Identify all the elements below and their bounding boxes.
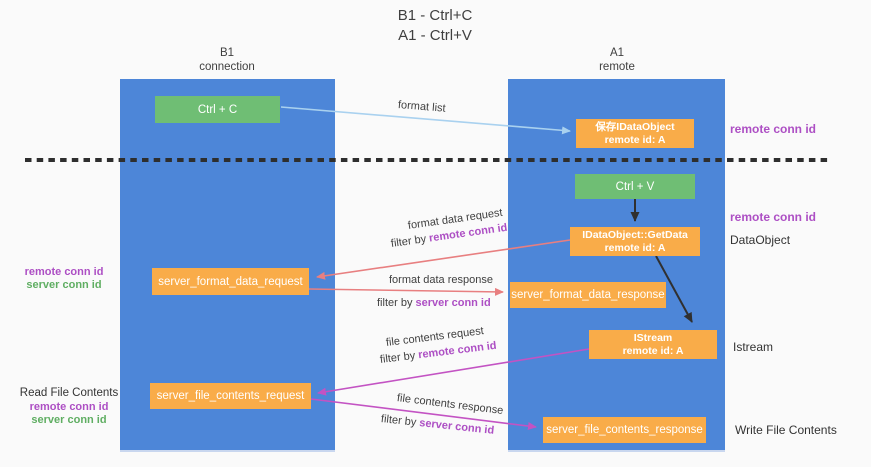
node-istream-line1: IStream [633, 331, 673, 344]
node-ctrl-c: Ctrl + C [155, 96, 280, 123]
arrow-format-data-response [308, 287, 504, 296]
label-remote-conn-id-mid: remote conn id [730, 210, 817, 224]
node-istream-line2: remote id: A [622, 344, 684, 357]
node-server-file-contents-response: server_file_contents_response [543, 417, 706, 443]
node-server-format-data-request-label: server_format_data_request [158, 275, 303, 288]
edge-label-format-data-response: format data response [389, 274, 493, 286]
node-idataobject-getdata: IDataObject::GetData remote id: A [570, 227, 700, 256]
node-idataobject-getdata-line1: IDataObject::GetData [582, 228, 688, 241]
lane-b1-subtitle: connection [199, 61, 255, 73]
label-server-conn-id-bottom: server conn id [31, 414, 107, 426]
edge-label-format-response-filter: filter by server conn id [377, 297, 491, 309]
node-server-format-data-request: server_format_data_request [152, 268, 309, 295]
lane-a1-subtitle: remote [599, 61, 635, 73]
lane-header-b1: B1 connection [167, 46, 287, 74]
node-save-idataobject-line1: 保存IDataObject [595, 120, 675, 133]
arrow-format-list [280, 106, 571, 135]
node-server-format-data-response: server_format_data_response [510, 282, 666, 308]
lane-a1-title: A1 [609, 47, 625, 59]
lane-header-a1: A1 remote [557, 46, 677, 74]
filter-key-server-conn-id: server conn id [415, 297, 491, 309]
node-ctrl-v: Ctrl + V [575, 174, 695, 199]
node-server-file-contents-request: server_file_contents_request [150, 383, 311, 409]
arrow-file-contents-response [310, 398, 537, 430]
node-server-format-data-response-label: server_format_data_response [511, 289, 665, 301]
label-remote-conn-id-top: remote conn id [730, 122, 817, 136]
node-server-file-contents-response-label: server_file_contents_response [546, 424, 703, 436]
label-server-conn-id-left: server conn id [26, 279, 102, 291]
diagram-title-line2: A1 - Ctrl+V [398, 27, 472, 44]
node-ctrl-c-label: Ctrl + C [197, 103, 238, 116]
arrow-getdata-to-istream [655, 255, 693, 323]
label-write-file-contents: Write File Contents [735, 423, 837, 437]
node-save-idataobject: 保存IDataObject remote id: A [576, 119, 694, 148]
label-remote-conn-id-bottom: remote conn id [29, 401, 109, 413]
node-idataobject-getdata-line2: remote id: A [604, 241, 666, 254]
label-dataobject: DataObject [730, 233, 791, 247]
arrow-format-data-request [316, 239, 571, 280]
node-save-idataobject-line2: remote id: A [604, 133, 666, 146]
node-istream: IStream remote id: A [589, 330, 717, 359]
arrow-file-contents-request [317, 348, 590, 396]
node-ctrl-v-label: Ctrl + V [615, 180, 655, 193]
label-remote-conn-id-left: remote conn id [24, 266, 104, 278]
label-istream: Istream [733, 340, 774, 354]
label-block-read-file-contents: Read File Contents remote conn id server… [14, 385, 124, 427]
filter-by-prefix: filter by [377, 297, 416, 309]
diagram-title: B1 - Ctrl+C A1 - Ctrl+V [340, 6, 530, 46]
node-server-file-contents-request-label: server_file_contents_request [156, 390, 305, 402]
lane-b1-title: B1 [219, 47, 235, 59]
label-block-format-conn-ids: remote conn id server conn id [18, 266, 110, 292]
label-read-file-contents: Read File Contents [19, 387, 119, 399]
diagram-title-line1: B1 - Ctrl+C [397, 7, 473, 24]
